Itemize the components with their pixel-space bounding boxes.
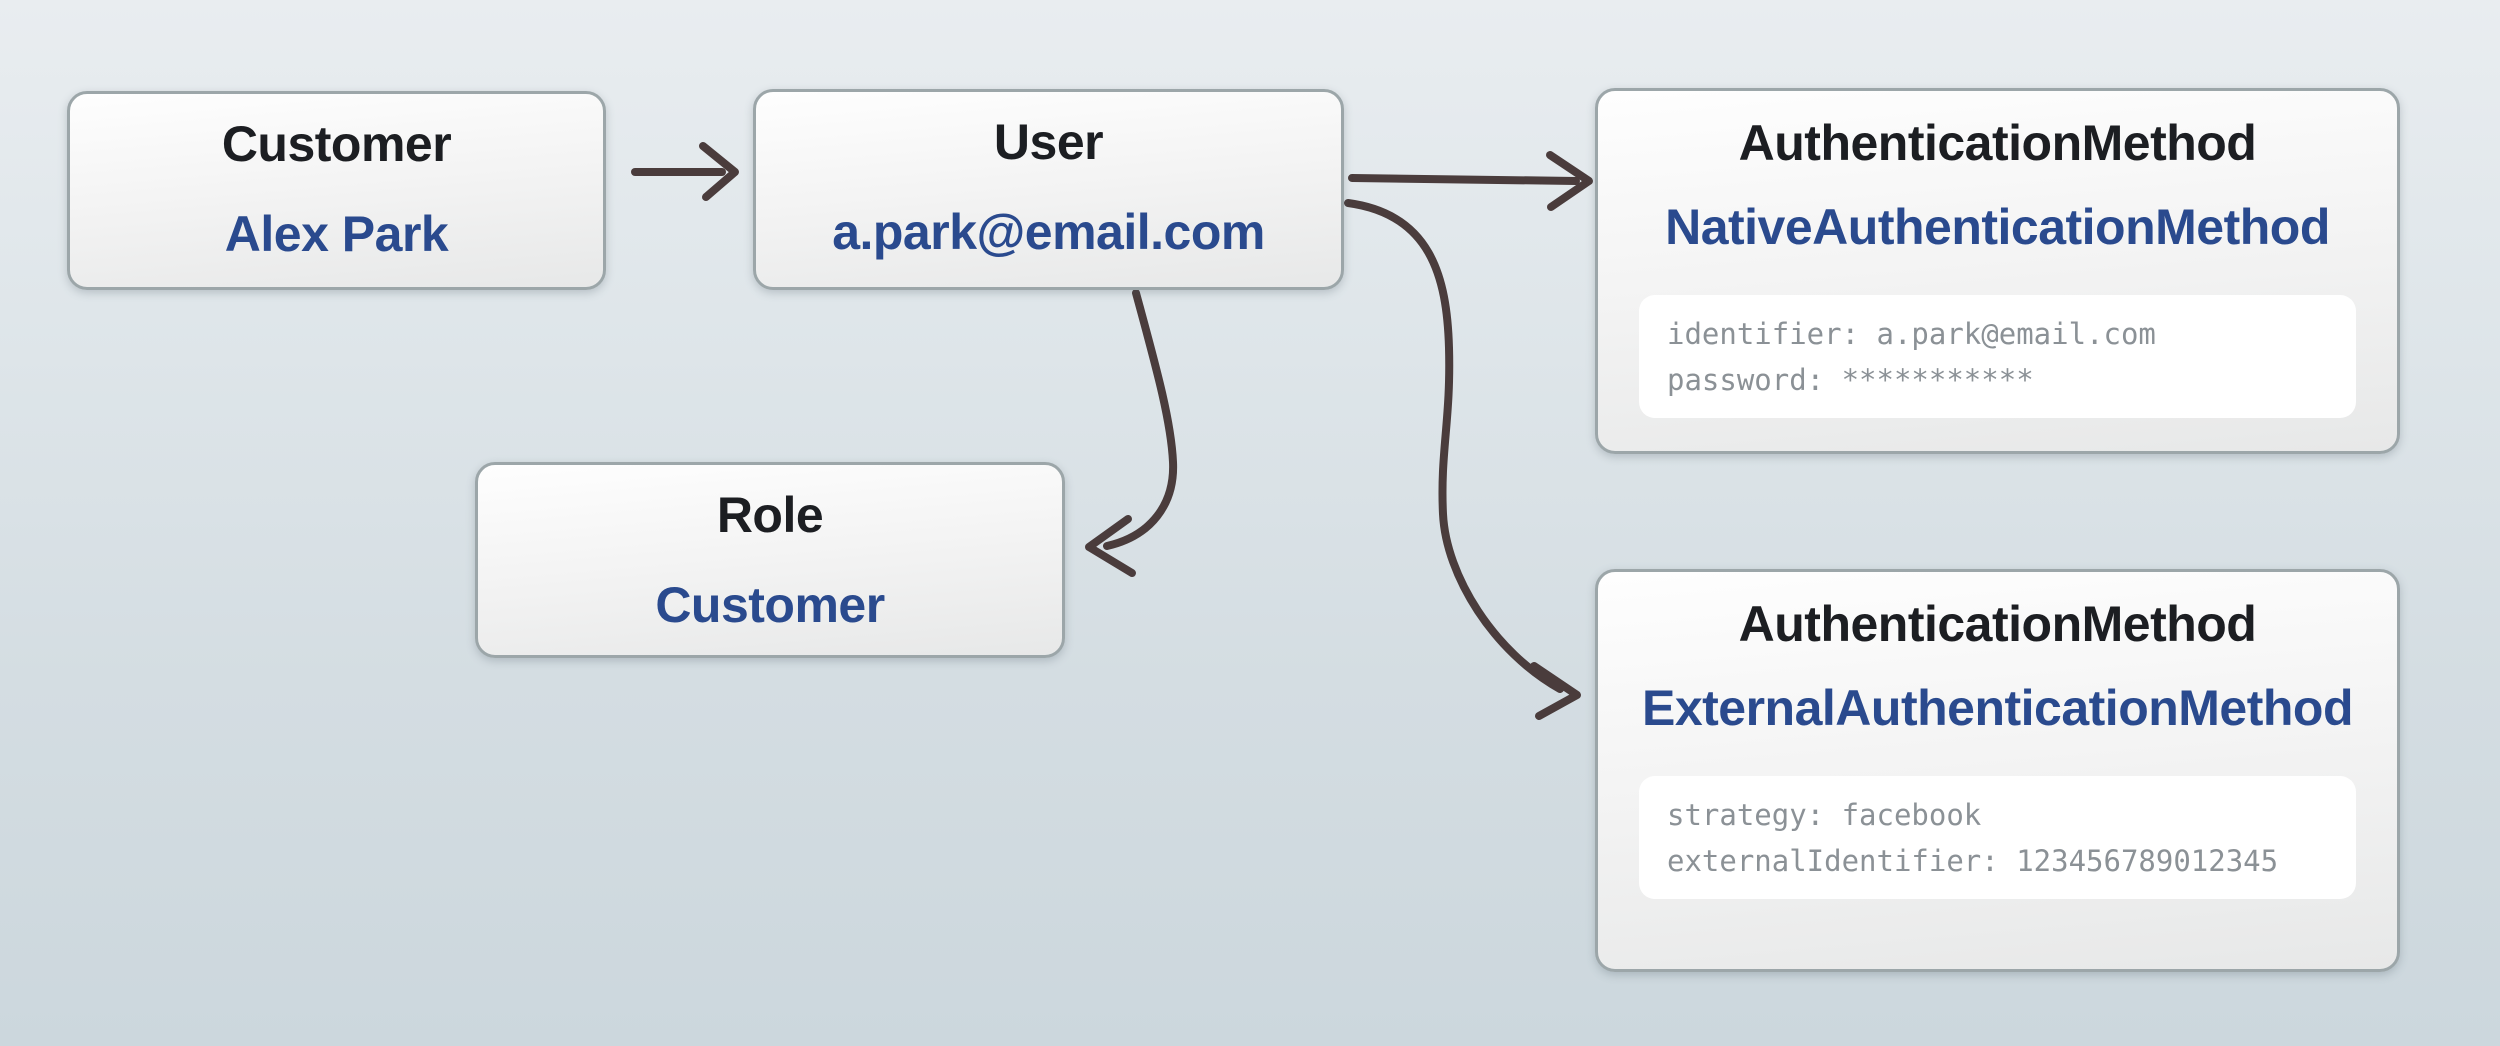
node-external-auth-method: AuthenticationMethod ExternalAuthenticat… [1595, 569, 2400, 972]
node-role-value: Customer [655, 577, 885, 633]
node-external-auth-value: ExternalAuthenticationMethod [1641, 680, 2354, 736]
native-auth-identifier: identifier: a.park@email.com [1667, 317, 2156, 351]
node-role: Role Customer [475, 462, 1065, 658]
node-user-value: a.park@email.com [832, 204, 1265, 260]
arrow-customer-to-user [631, 142, 739, 201]
node-native-auth-type: AuthenticationMethod [1738, 115, 2257, 171]
arrow-user-to-role [1085, 289, 1178, 577]
node-customer-type: Customer [221, 116, 452, 172]
node-user-type: User [993, 114, 1104, 170]
node-customer-value: Alex Park [224, 206, 449, 262]
external-auth-strategy: strategy: facebook [1667, 798, 1982, 832]
node-native-auth-value: NativeAuthenticationMethod [1665, 199, 2330, 255]
node-user: User a.park@email.com [753, 89, 1344, 290]
node-native-auth-method: AuthenticationMethod NativeAuthenticatio… [1595, 88, 2400, 454]
arrow-user-to-native-auth [1348, 151, 1593, 211]
external-auth-attributes-panel: strategy: facebook externalIdentifier: 1… [1639, 776, 2356, 899]
node-external-auth-type: AuthenticationMethod [1738, 596, 2257, 652]
native-auth-password: password: *********** [1667, 363, 2034, 397]
native-auth-attributes-panel: identifier: a.park@email.com password: *… [1639, 295, 2356, 418]
external-auth-external-identifier: externalIdentifier: 123456789012345 [1667, 844, 2279, 878]
arrow-user-to-external-auth [1344, 199, 1581, 720]
node-customer: Customer Alex Park [67, 91, 606, 290]
node-role-type: Role [716, 487, 824, 543]
